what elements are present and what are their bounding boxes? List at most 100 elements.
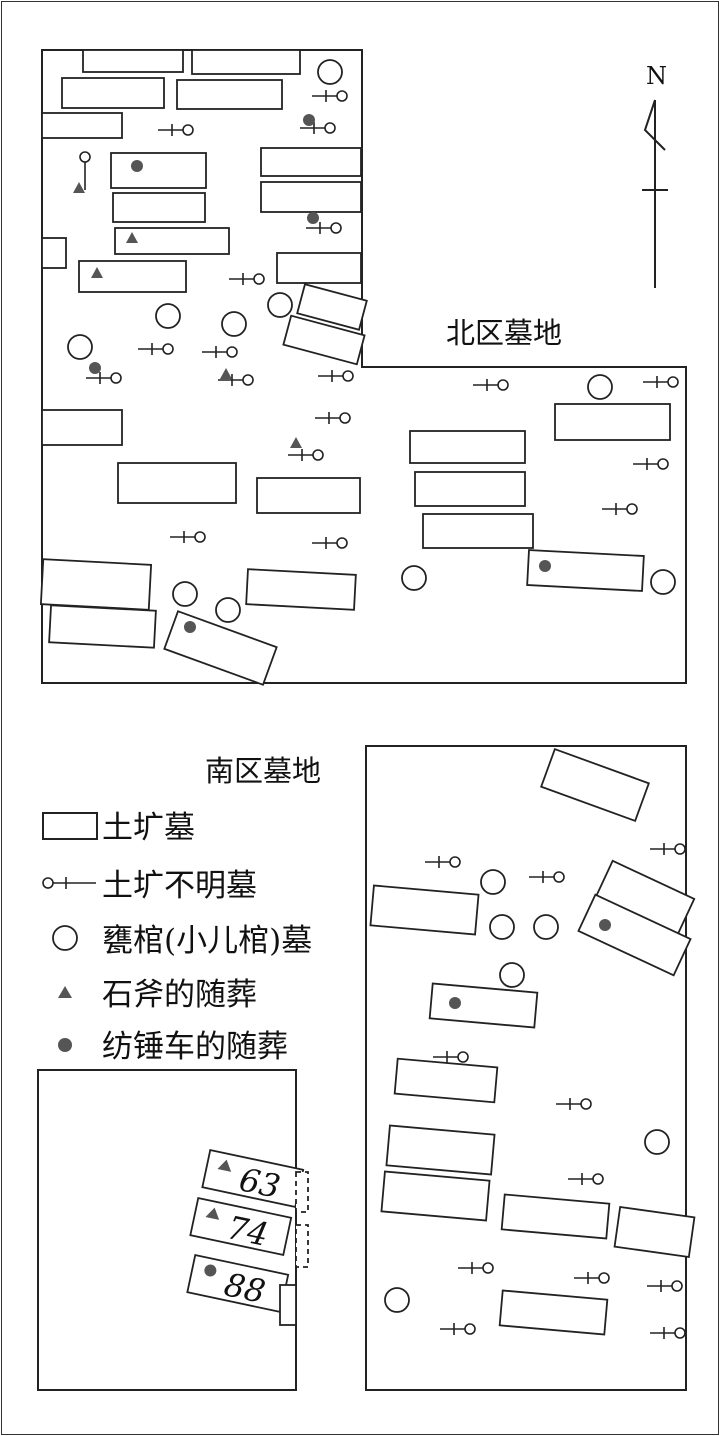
stone-axe-marker — [205, 1207, 220, 1220]
pit-tomb — [41, 112, 123, 139]
pit-tomb — [613, 1205, 696, 1259]
unclear-pit-tomb — [300, 122, 336, 134]
unclear-pit-tomb — [647, 1280, 683, 1292]
legend-label: 石斧的随葬 — [102, 977, 257, 1013]
unclear-tomb-head — [253, 273, 265, 285]
urn-coffin-tomb — [650, 569, 676, 595]
legend-item-urn-coffin: 甕棺(小儿棺)墓 — [40, 915, 312, 960]
legend-item-spindle-whorl: 纺锤车的随葬 — [40, 1021, 288, 1066]
urn-coffin-tomb — [172, 581, 198, 607]
urn-coffin-tomb — [221, 311, 247, 337]
unclear-pit-tomb — [433, 1051, 469, 1063]
unclear-tomb-head — [592, 1173, 604, 1185]
unclear-pit-tomb — [306, 222, 342, 234]
unclear-pit-tomb — [643, 376, 679, 388]
unclear-pit-tomb — [458, 1262, 494, 1274]
unclear-tomb-head — [674, 843, 686, 855]
unclear-tomb-head — [449, 856, 461, 868]
pit-tomb — [117, 462, 237, 504]
pit-tomb — [245, 568, 357, 611]
unclear-tomb-head — [336, 90, 348, 102]
spindle-whorl-marker — [303, 114, 315, 126]
pit-tomb — [41, 409, 123, 446]
tomb-number: 74 — [224, 1208, 272, 1254]
pit-tomb — [369, 884, 480, 936]
urn-coffin-tomb — [67, 334, 93, 360]
unclear-pit-tomb — [425, 856, 461, 868]
unclear-tomb-head — [342, 370, 354, 382]
urn-coffin-tomb — [489, 914, 515, 940]
unclear-pit-tomb — [568, 1173, 604, 1185]
unclear-tomb-head — [626, 503, 638, 515]
spindle-whorl-marker — [599, 919, 611, 931]
legend-label: 土圹不明墓 — [102, 868, 257, 904]
pit-tomb — [260, 181, 362, 213]
pit-tomb — [380, 1170, 491, 1222]
unclear-pit-tomb — [556, 1098, 592, 1110]
numbered-tomb: 88 — [186, 1253, 290, 1314]
north-arrow-icon — [642, 99, 668, 288]
urn-coffin-tomb — [401, 565, 427, 591]
numbered-tomb: 74 — [189, 1196, 293, 1257]
pit-tomb — [112, 192, 206, 223]
pit-tomb — [114, 227, 230, 255]
partial-tomb-dashed — [295, 1171, 309, 1213]
unclear-tomb-head — [482, 1262, 494, 1274]
pit-tomb — [414, 471, 526, 507]
pit-tomb — [422, 513, 534, 549]
pit-tomb — [282, 314, 366, 366]
unclear-pit-tomb — [529, 871, 565, 883]
pit-tomb — [276, 252, 362, 284]
pit-tomb — [39, 558, 153, 611]
legend-item-stone-axe: 石斧的随葬 — [40, 969, 257, 1014]
spindle-whorl-marker — [307, 212, 319, 224]
urn-coffin-tomb — [317, 59, 343, 85]
pit-tomb — [500, 1193, 611, 1240]
unclear-pit-tomb — [650, 1327, 686, 1339]
stone-axe-marker — [126, 232, 138, 243]
unclear-pit-tomb — [473, 379, 509, 391]
legend-label: 土圹墓 — [102, 810, 195, 846]
unclear-pit-tomb — [440, 1323, 476, 1335]
spindle-whorl-marker — [131, 160, 143, 172]
unclear-tomb-head — [312, 449, 324, 461]
urn-coffin-tomb — [499, 962, 525, 988]
urn-coffin-tomb — [384, 1287, 410, 1313]
unclear-tomb-head — [657, 458, 669, 470]
pit-tomb — [260, 147, 362, 177]
spindle-whorl-marker — [184, 621, 196, 633]
unclear-tomb-head — [330, 222, 342, 234]
stone-axe-marker — [220, 368, 232, 379]
spindle-whorl-marker — [539, 560, 551, 572]
urn-coffin-tomb — [215, 597, 241, 623]
unclear-tomb-head — [226, 346, 238, 358]
spindle-whorl-marker — [89, 362, 101, 374]
pit-tomb — [385, 1124, 496, 1176]
unclear-tomb-head — [580, 1098, 592, 1110]
unclear-pit-tomb — [202, 346, 238, 358]
unclear-tomb-head — [339, 412, 351, 424]
stone-axe-marker — [73, 182, 85, 193]
unclear-pit-tomb — [312, 90, 348, 102]
pit-tomb — [82, 49, 184, 73]
unclear-pit-tomb — [79, 151, 91, 190]
unclear-tomb-head — [464, 1323, 476, 1335]
circle-icon — [40, 921, 102, 955]
unclear-tomb-head — [110, 372, 122, 384]
pit-tomb — [540, 747, 650, 823]
legend-item-unclear-pit-tomb: 土圹不明墓 — [40, 860, 257, 905]
urn-coffin-tomb — [644, 1129, 670, 1155]
legend-label: 纺锤车的随葬 — [102, 1029, 288, 1065]
pit-tomb — [409, 430, 526, 464]
unclear-pit-tomb — [318, 370, 354, 382]
pit-tomb — [296, 283, 368, 331]
unclear-tomb-head — [553, 871, 565, 883]
pit-tomb — [48, 604, 157, 649]
pit-tomb — [577, 893, 692, 977]
stone-axe-marker — [290, 437, 302, 448]
unclear-pit-tomb — [602, 503, 638, 515]
pit-tomb — [61, 77, 165, 109]
unclear-tomb-head — [497, 379, 509, 391]
north-arrow-label: N — [646, 62, 667, 90]
